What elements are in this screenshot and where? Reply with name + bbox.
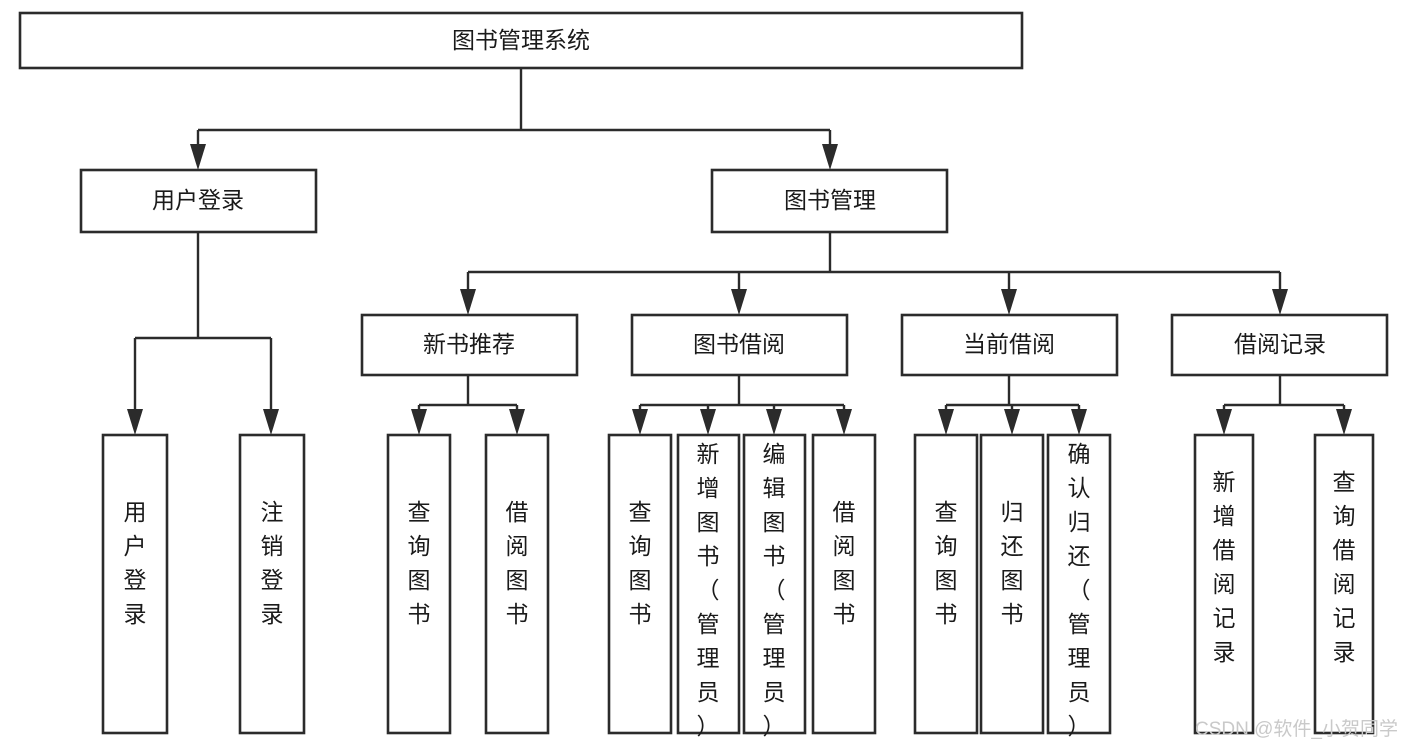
leaf-query-record[interactable]: 查询借阅记录 [1313, 433, 1375, 735]
arrow-head-leaf-user-login [127, 409, 143, 435]
node-book-management-label: 图书管理 [784, 187, 876, 213]
node-root[interactable]: 图书管理系统 [18, 11, 1024, 70]
leaf-borrow-book-1-box[interactable] [484, 433, 550, 735]
node-current-borrow-label: 当前借阅 [963, 331, 1055, 357]
leaf-query-record-label: 查询借阅记录 [1333, 469, 1356, 665]
leaf-edit-book[interactable]: 编辑图书（管理员） [742, 433, 807, 739]
leaf-user-login-box[interactable] [101, 433, 169, 735]
leaf-logout-label: 注销登录 [261, 499, 284, 627]
leaf-return-book[interactable]: 归还图书 [979, 433, 1045, 735]
watermark-label: CSDN @软件_小贺同学 [1195, 718, 1398, 740]
node-root-label: 图书管理系统 [452, 27, 590, 53]
leaf-edit-book-label: 编辑图书（管理员） [763, 441, 786, 739]
leaf-query-book-2[interactable]: 查询图书 [607, 433, 673, 735]
arrow-head-leaf-query-book-1 [411, 409, 427, 435]
leaf-query-book-1-label: 查询图书 [408, 499, 431, 627]
arrow-head-leaf-add-record [1216, 409, 1232, 435]
leaf-add-book[interactable]: 新增图书（管理员） [676, 433, 741, 739]
arrow-head-book-borrow [731, 289, 747, 315]
leaf-return-book-box[interactable] [979, 433, 1045, 735]
node-book-borrow[interactable]: 图书借阅 [630, 313, 849, 377]
leaf-confirm-return[interactable]: 确认归还（管理员） [1046, 433, 1112, 739]
leaf-query-book-2-box[interactable] [607, 433, 673, 735]
leaf-user-login[interactable]: 用户登录 [101, 433, 169, 735]
arrow-head-leaf-return-book [1004, 409, 1020, 435]
node-book-borrow-label: 图书借阅 [693, 331, 785, 357]
leaf-query-record-box[interactable] [1313, 433, 1375, 735]
leaf-borrow-book-2-box[interactable] [811, 433, 877, 735]
node-book-management-box[interactable] [710, 168, 949, 234]
arrow-head-new-book-recommend [460, 289, 476, 315]
arrow-head-leaf-add-book [700, 409, 716, 435]
arrow-head-current-borrow [1001, 289, 1017, 315]
node-current-borrow-box[interactable] [900, 313, 1119, 377]
arrow-head-leaf-confirm-return [1071, 409, 1087, 435]
node-new-book-recommend[interactable]: 新书推荐 [360, 313, 579, 377]
arrow-head-leaf-borrow-book-1 [509, 409, 525, 435]
node-new-book-recommend-box[interactable] [360, 313, 579, 377]
node-borrow-record-box[interactable] [1170, 313, 1389, 377]
node-current-borrow[interactable]: 当前借阅 [900, 313, 1119, 377]
arrow-head-book-management [822, 144, 838, 170]
leaf-query-book-2-label: 查询图书 [629, 499, 652, 627]
arrow-head-leaf-query-book-2 [632, 409, 648, 435]
leaf-query-book-3-label: 查询图书 [935, 499, 958, 627]
leaf-add-book-box[interactable] [676, 433, 741, 735]
leaf-add-book-label: 新增图书（管理员） [697, 441, 720, 739]
leaf-logout-box[interactable] [238, 433, 306, 735]
node-user-login-label: 用户登录 [152, 187, 244, 213]
arrow-head-leaf-query-record [1336, 409, 1352, 435]
arrow-head-borrow-record [1272, 289, 1288, 315]
leaf-confirm-return-label: 确认归还（管理员） [1068, 441, 1091, 739]
node-borrow-record-label: 借阅记录 [1234, 331, 1326, 357]
leaf-borrow-book-2-label: 借阅图书 [833, 499, 856, 627]
leaf-add-record-box[interactable] [1193, 433, 1255, 735]
node-root-box[interactable] [18, 11, 1024, 70]
arrow-head-leaf-edit-book [766, 409, 782, 435]
arrow-head-leaf-logout [263, 409, 279, 435]
node-user-login[interactable]: 用户登录 [79, 168, 318, 234]
leaf-logout[interactable]: 注销登录 [238, 433, 306, 735]
node-book-management[interactable]: 图书管理 [710, 168, 949, 234]
node-borrow-record[interactable]: 借阅记录 [1170, 313, 1389, 377]
leaf-add-record[interactable]: 新增借阅记录 [1193, 433, 1255, 735]
leaf-add-record-label: 新增借阅记录 [1213, 469, 1236, 665]
leaf-confirm-return-box[interactable] [1046, 433, 1112, 735]
leaf-borrow-book-2[interactable]: 借阅图书 [811, 433, 877, 735]
node-user-login-box[interactable] [79, 168, 318, 234]
node-book-borrow-box[interactable] [630, 313, 849, 377]
connector-layer [127, 68, 1352, 435]
leaf-return-book-label: 归还图书 [1001, 499, 1024, 627]
leaf-edit-book-box[interactable] [742, 433, 807, 735]
leaf-borrow-book-1[interactable]: 借阅图书 [484, 433, 550, 735]
node-new-book-recommend-label: 新书推荐 [423, 331, 515, 357]
leaf-borrow-book-1-label: 借阅图书 [506, 499, 529, 627]
leaf-user-login-label: 用户登录 [124, 499, 147, 627]
arrow-head-leaf-borrow-book-2 [836, 409, 852, 435]
leaf-query-book-3[interactable]: 查询图书 [913, 433, 979, 735]
leaf-query-book-1[interactable]: 查询图书 [386, 433, 452, 735]
leaf-query-book-3-box[interactable] [913, 433, 979, 735]
arrow-head-user-login [190, 144, 206, 170]
leaf-query-book-1-box[interactable] [386, 433, 452, 735]
arrow-head-leaf-query-book-3 [938, 409, 954, 435]
